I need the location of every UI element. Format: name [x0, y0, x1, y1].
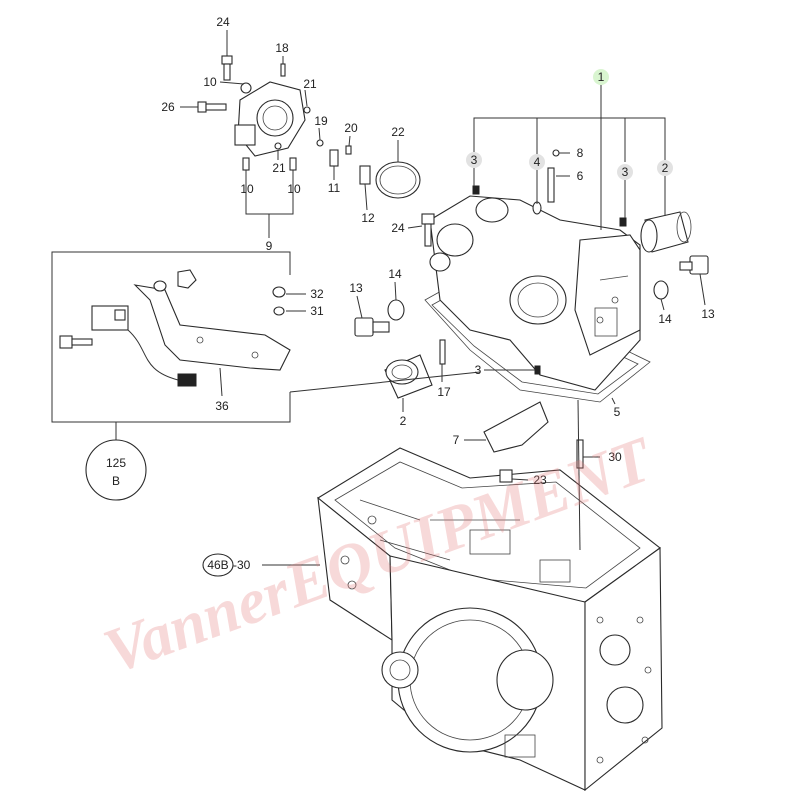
bolt-13-left: [354, 317, 390, 337]
callout-19: 19: [314, 114, 328, 128]
washer-14-left: [387, 299, 405, 321]
callout-4-bubble: [529, 154, 545, 170]
pin-17: [439, 339, 446, 365]
reference-46b-30: 46B -30: [202, 553, 251, 577]
washer-14-right: [653, 280, 669, 300]
callout-20: 20: [344, 121, 358, 135]
reference-46b-suffix: -30: [233, 558, 251, 572]
plug-3-left: [472, 185, 480, 195]
callout-1-highlight: [593, 69, 609, 85]
callout-2-right-bubble: [657, 160, 673, 176]
callout-31: 31: [310, 304, 324, 318]
reference-125b-top: 125: [106, 456, 126, 470]
callout-21-bottom: 21: [272, 161, 286, 175]
callout-labels: 1 24 10 26 18 21 19 20 21 11 12 10 10 9 …: [161, 15, 715, 487]
callout-4: 4: [534, 155, 541, 169]
callout-36: 36: [215, 399, 229, 413]
bolt-24-top: [221, 55, 233, 81]
bushing-2-right: [640, 211, 692, 253]
stud-30: [576, 439, 584, 469]
ring-21-bottom: [274, 142, 282, 150]
bolt-10-right: [289, 157, 297, 171]
callout-11: 11: [328, 181, 341, 195]
callout-9: 9: [266, 239, 273, 253]
callout-5: 5: [614, 405, 621, 419]
callout-17: 17: [437, 385, 451, 399]
bushing-2-left: [384, 354, 433, 399]
callout-23: 23: [533, 473, 547, 487]
bolt-12: [359, 165, 371, 185]
plug-3-bottom: [534, 365, 541, 375]
callout-21-top: 21: [303, 77, 317, 91]
callout-7: 7: [453, 433, 460, 447]
plug-3-right: [619, 217, 627, 227]
bolt-11: [329, 149, 339, 167]
callout-10-top: 10: [203, 75, 217, 89]
callout-2-left: 2: [400, 414, 407, 428]
callout-18: 18: [275, 41, 289, 55]
bolt-26: [197, 101, 227, 113]
bracket-7: [483, 401, 549, 453]
callout-32: 32: [310, 287, 324, 301]
callout-22: 22: [391, 125, 405, 139]
callout-3-left-bubble: [466, 152, 482, 168]
callout-24-middle: 24: [391, 221, 405, 235]
callout-8: 8: [577, 146, 584, 160]
ring-8: [552, 149, 560, 157]
callout-24-top: 24: [216, 15, 230, 29]
pin-20: [345, 145, 352, 155]
o-ring-22: [375, 161, 421, 199]
callout-13-left: 13: [349, 281, 363, 295]
callout-3-left: 3: [471, 153, 478, 167]
callout-3-bottom: 3: [475, 363, 482, 377]
reference-125b: 125 B: [85, 439, 147, 501]
leader-lines: [115, 30, 706, 566]
transmission-case: [317, 447, 663, 792]
hydraulic-housing-1: [429, 195, 641, 391]
callout-2-right: 2: [662, 161, 669, 175]
callout-30: 30: [608, 450, 622, 464]
callout-13-right: 13: [701, 307, 715, 321]
stud-6: [547, 167, 555, 203]
callout-1: 1: [598, 70, 605, 84]
callout-14-right: 14: [658, 312, 672, 326]
bolt-24-middle: [421, 213, 435, 247]
ring-19: [316, 139, 324, 147]
callout-26: 26: [161, 100, 175, 114]
ring-21-top: [303, 106, 311, 114]
callout-3-right-bubble: [617, 164, 633, 180]
bolt-10-left: [242, 157, 250, 171]
callout-10-left: 10: [240, 182, 254, 196]
callout-6: 6: [577, 169, 584, 183]
sensor-subassembly-box: [51, 251, 291, 423]
callout-12: 12: [361, 211, 375, 225]
callout-14-left: 14: [388, 267, 402, 281]
o-ring-22-inner: [379, 165, 417, 195]
reference-46b-label: 46B: [207, 558, 228, 572]
pin-18: [280, 63, 286, 77]
bolt-23: [499, 469, 513, 483]
reference-125b-bottom: B: [112, 474, 120, 488]
callout-10-right: 10: [287, 182, 301, 196]
callout-3-right: 3: [622, 165, 629, 179]
bolt-13-right: [679, 255, 709, 275]
valve-assembly-9: [234, 81, 306, 157]
